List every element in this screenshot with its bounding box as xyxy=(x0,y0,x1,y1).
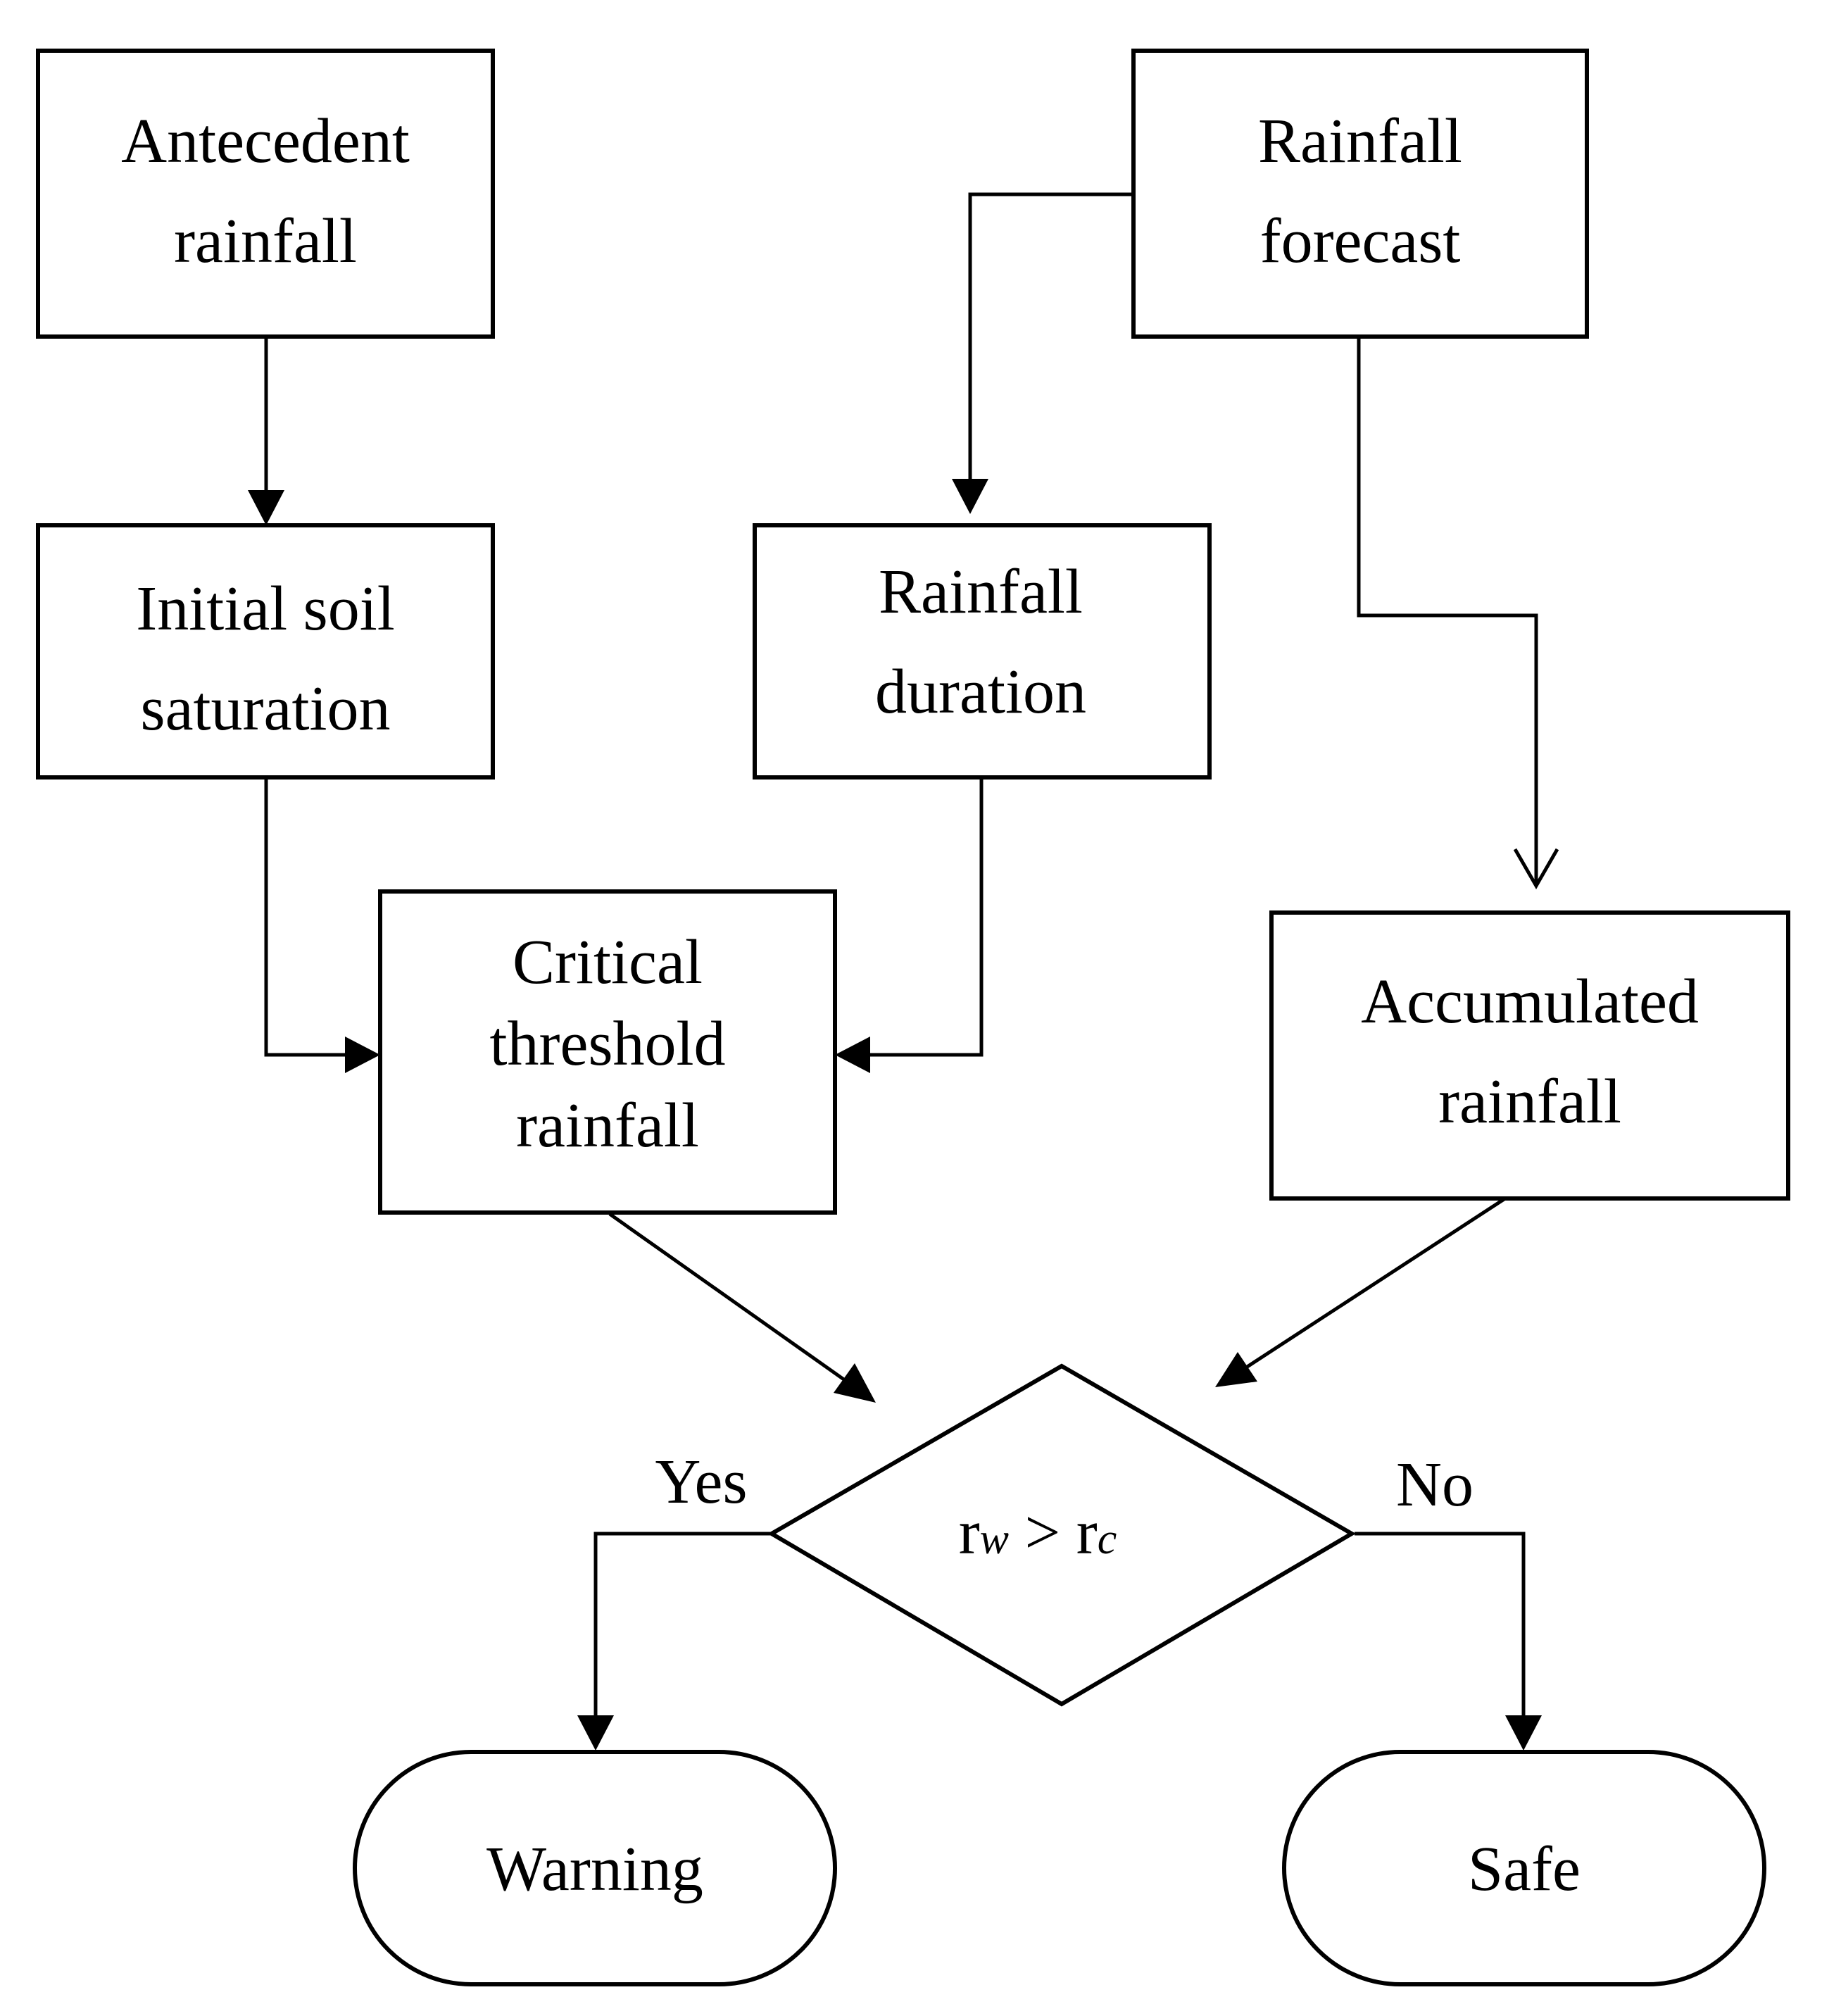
decision-operator: > xyxy=(1009,1498,1076,1567)
node-critical-threshold-rainfall-line-1: Critical xyxy=(513,927,703,997)
node-accumulated-rainfall-line-2: rainfall xyxy=(1438,1067,1621,1137)
node-critical-threshold-rainfall-line-3: rainfall xyxy=(516,1091,699,1160)
node-rainfall-duration: Rainfall duration xyxy=(753,523,1212,780)
node-safe-label: Safe xyxy=(1468,1834,1581,1904)
edge-decision-to-warning xyxy=(577,1532,773,1751)
decision-subscript-c: c xyxy=(1098,1515,1117,1563)
node-warning-label: Warning xyxy=(486,1834,703,1904)
node-antecedent-rainfall-line-2: rainfall xyxy=(174,206,357,276)
node-accumulated-rainfall: Accumulated rainfall xyxy=(1269,910,1790,1201)
edge-forecast-to-accumulated xyxy=(1357,338,1559,890)
decision-r-c: r xyxy=(1076,1498,1098,1567)
node-initial-soil-saturation-line-1: Initial soil xyxy=(136,574,394,644)
edge-duration-to-critical xyxy=(835,777,984,1073)
edge-decision-to-safe xyxy=(1355,1532,1542,1751)
node-rainfall-forecast-line-2: forecast xyxy=(1260,206,1461,276)
edge-critical-to-decision xyxy=(608,1212,876,1403)
decision-r-w: r xyxy=(959,1498,980,1567)
node-initial-soil-saturation-line-2: saturation xyxy=(141,674,391,744)
node-decision: rw > rc xyxy=(767,1363,1356,1707)
decision-condition: rw > rc xyxy=(959,1498,1117,1567)
edge-accumulated-to-decision xyxy=(1215,1196,1507,1387)
edge-forecast-to-duration xyxy=(952,192,1133,514)
node-safe: Safe xyxy=(1282,1750,1766,1986)
node-critical-threshold-rainfall-line-2: threshold xyxy=(490,1009,726,1079)
no-label: No xyxy=(1396,1450,1474,1520)
node-antecedent-rainfall: Antecedent rainfall xyxy=(36,49,495,339)
node-rainfall-duration-line-2: duration xyxy=(875,657,1086,727)
edge-antecedent-to-soil xyxy=(248,338,284,525)
node-antecedent-rainfall-line-1: Antecedent xyxy=(121,106,410,176)
decision-subscript-w: w xyxy=(980,1515,1009,1563)
node-critical-threshold-rainfall: Critical threshold rainfall xyxy=(378,889,837,1215)
yes-label: Yes xyxy=(655,1447,748,1517)
node-warning: Warning xyxy=(353,1750,837,1986)
node-initial-soil-saturation: Initial soil saturation xyxy=(36,523,495,780)
edge-soil-to-critical xyxy=(264,777,380,1073)
node-rainfall-forecast: Rainfall forecast xyxy=(1131,49,1589,339)
node-accumulated-rainfall-line-1: Accumulated xyxy=(1361,967,1699,1037)
node-rainfall-duration-line-1: Rainfall xyxy=(879,557,1083,627)
node-rainfall-forecast-line-1: Rainfall xyxy=(1258,106,1462,176)
